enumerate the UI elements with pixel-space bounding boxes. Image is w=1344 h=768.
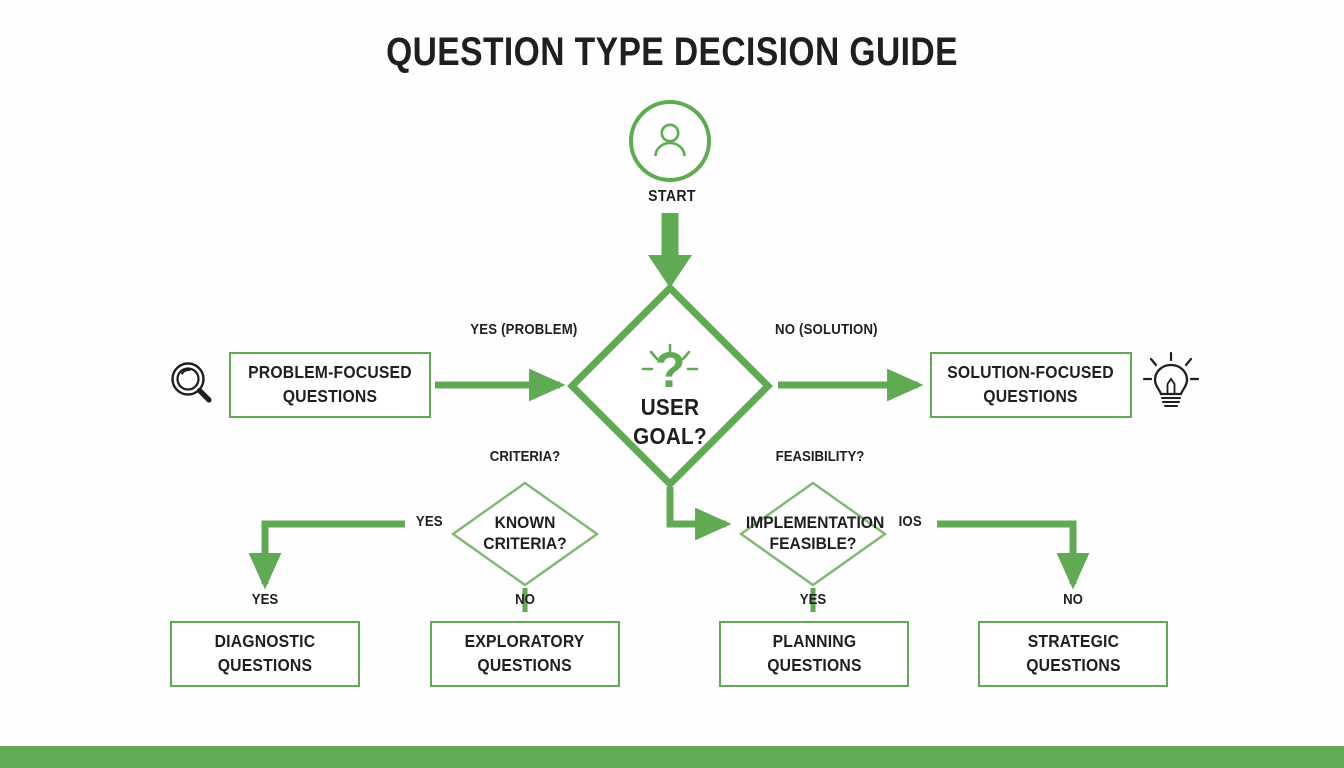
user-icon — [654, 123, 686, 157]
edge-label-diagnostic-yes: YES — [251, 591, 279, 608]
decision-implementation-feasible-label: IMPLEMENTATION FEASIBLE? — [745, 512, 885, 555]
decision-known-criteria-line1: KNOWN — [494, 513, 556, 532]
caption-feasibility: FEASIBILITY? — [775, 448, 865, 465]
box-strategic-questions[interactable]: STRATEGIC QUESTIONS — [978, 621, 1168, 687]
decision-user-goal[interactable]: ? USER GOAL? — [571, 287, 769, 485]
lightbulb-icon — [1142, 351, 1200, 421]
edge-start-to-goal — [648, 213, 692, 288]
box-solution-focused-questions[interactable]: SOLUTION-FOCUSED QUESTIONS — [930, 352, 1132, 418]
decision-user-goal-label: USER GOAL? — [581, 393, 759, 451]
decision-known-criteria[interactable]: KNOWN CRITERIA? — [452, 482, 598, 586]
decision-implementation-feasible-line1: IMPLEMENTATION — [745, 513, 885, 532]
box-planning-label: PLANNING QUESTIONS — [766, 631, 862, 675]
decision-implementation-feasible[interactable]: IMPLEMENTATION FEASIBLE? — [740, 482, 886, 586]
edge-label-no-solution: NO (SOLUTION) — [775, 321, 878, 338]
edge-feasibility-no-to-strategic — [937, 520, 1090, 590]
box-diagnostic-label: DIAGNOSTIC QUESTIONS — [214, 631, 316, 675]
edge-label-feasibility-no: IOS — [898, 513, 922, 530]
box-exploratory-label: EXPLORATORY QUESTIONS — [465, 631, 585, 675]
decision-implementation-feasible-line2: FEASIBLE? — [769, 534, 857, 554]
decision-known-criteria-label: KNOWN CRITERIA? — [458, 512, 592, 555]
edge-label-strategic-no: NO — [1063, 591, 1083, 608]
box-solution-focused-label: SOLUTION-FOCUSED QUESTIONS — [947, 362, 1115, 406]
box-strategic-label: STRATEGIC QUESTIONS — [1025, 631, 1121, 675]
magnifier-icon — [163, 355, 221, 418]
box-diagnostic-questions[interactable]: DIAGNOSTIC QUESTIONS — [170, 621, 360, 687]
box-problem-focused-label: PROBLEM-FOCUSED QUESTIONS — [248, 362, 412, 406]
page-title: QUESTION TYPE DECISION GUIDE — [386, 30, 958, 74]
edge-criteria-yes-to-diagnostic — [248, 520, 405, 590]
box-problem-focused-questions[interactable]: PROBLEM-FOCUSED QUESTIONS — [229, 352, 431, 418]
caption-criteria: CRITERIA? — [489, 448, 561, 465]
decision-known-criteria-line2: CRITERIA? — [483, 534, 567, 554]
box-planning-questions[interactable]: PLANNING QUESTIONS — [719, 621, 909, 687]
question-mark-icon: ? — [571, 342, 769, 406]
edge-label-criteria-yes: YES — [415, 513, 443, 530]
edge-goal-to-feasibility — [666, 487, 732, 541]
edge-label-exploratory-no: NO — [515, 591, 535, 608]
start-node[interactable] — [629, 100, 711, 182]
decision-user-goal-line1: USER — [640, 394, 700, 420]
edge-label-yes-problem: YES (PROBLEM) — [470, 321, 578, 338]
footer-bar — [0, 746, 1344, 768]
start-label: START — [648, 188, 696, 205]
box-exploratory-questions[interactable]: EXPLORATORY QUESTIONS — [430, 621, 620, 687]
edge-label-planning-yes: YES — [799, 591, 827, 608]
decision-user-goal-line2: GOAL? — [633, 422, 707, 449]
